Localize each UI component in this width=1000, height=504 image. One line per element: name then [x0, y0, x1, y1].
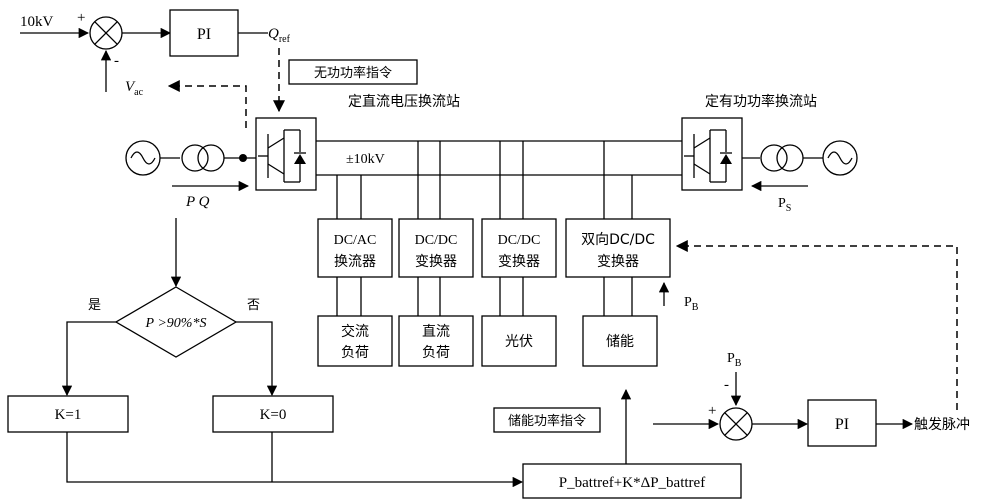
svg-text:换流器: 换流器	[334, 253, 376, 270]
vac-measure-dashed-line	[167, 80, 247, 128]
converter-dc-ac: DC/AC 换流器	[317, 218, 393, 278]
load-pv: 光伏	[481, 315, 557, 367]
converter-bidirectional-dc-dc: 双向DC/DC 变换器	[565, 218, 671, 278]
yes-label: 是	[88, 298, 101, 313]
yes-branch-arrow	[61, 321, 116, 397]
station-active-power-label: 定有功功率换流站	[705, 93, 817, 110]
pb-label-bottom: PB	[727, 351, 742, 369]
decision-diamond	[114, 286, 238, 358]
svg-text:光伏: 光伏	[505, 334, 533, 350]
svg-text:负荷: 负荷	[422, 345, 450, 361]
qref-label: Qref	[268, 26, 291, 45]
svg-text:变换器: 变换器	[498, 253, 540, 270]
svg-text:DC/DC: DC/DC	[498, 233, 541, 248]
load-connections	[336, 277, 633, 316]
load-ac: 交流 负荷	[317, 315, 393, 367]
svg-text:储能: 储能	[606, 334, 634, 350]
no-label: 否	[247, 298, 260, 313]
svg-text:双向DC/DC: 双向DC/DC	[581, 232, 655, 248]
bottom-sum-plus: +	[708, 403, 716, 419]
bus-connections	[336, 141, 633, 219]
reactive-command-box	[288, 59, 418, 85]
no-branch-arrow	[236, 321, 278, 397]
right-ac-source-icon	[822, 140, 858, 176]
station-dc-voltage-label: 定直流电压换流站	[348, 93, 460, 110]
load-storage: 储能	[582, 315, 658, 367]
svg-text:变换器: 变换器	[597, 253, 639, 270]
pq-label: P Q	[185, 194, 210, 210]
storage-command-box	[493, 407, 601, 433]
pi-top-label: PI	[197, 26, 211, 43]
storage-command-label: 储能功率指令	[508, 413, 586, 429]
converter-dc-dc-load: DC/DC 变换器	[398, 218, 474, 278]
bottom-summing-junction	[719, 407, 753, 441]
decision-label: P >90%*S	[145, 316, 207, 331]
k1-label: K=1	[55, 407, 82, 423]
ps-label: PS	[778, 196, 791, 214]
top-sum-minus: -	[114, 53, 119, 69]
load-dc: 直流 负荷	[398, 315, 474, 367]
right-converter-station-icon	[681, 117, 743, 191]
svg-text:DC/AC: DC/AC	[334, 233, 377, 248]
svg-text:直流: 直流	[422, 323, 450, 340]
formula-box	[522, 463, 742, 499]
svg-text:变换器: 变换器	[415, 253, 457, 270]
top-sum-plus: +	[77, 10, 85, 26]
trigger-pulse-dashed-line	[675, 240, 958, 410]
bus-voltage-label: ±10kV	[346, 152, 385, 167]
svg-text:交流: 交流	[341, 323, 369, 340]
k0-box	[212, 395, 334, 433]
k1-box	[7, 395, 129, 433]
trigger-pulse-label: 触发脉冲	[914, 417, 970, 433]
pi-controller-top	[169, 9, 239, 57]
pi-bottom-label: PI	[835, 416, 849, 433]
right-transformer-icon	[760, 144, 804, 172]
left-transformer-icon	[181, 144, 225, 172]
bottom-sum-minus: -	[724, 377, 729, 393]
left-converter-station-icon	[255, 117, 317, 191]
svg-text:负荷: 负荷	[341, 345, 369, 361]
reactive-command-label: 无功功率指令	[314, 65, 392, 81]
pi-controller-bottom	[807, 399, 877, 447]
top-summing-junction	[89, 16, 123, 50]
converter-dc-dc-pv: DC/DC 变换器	[481, 218, 557, 278]
vac-label: Vac	[125, 79, 144, 98]
svg-text:DC/DC: DC/DC	[415, 233, 458, 248]
k1-to-formula-line	[66, 432, 524, 488]
k0-label: K=0	[260, 407, 287, 423]
pb-label-mid: PB	[684, 295, 699, 313]
formula-label: P_battref+K*ΔP_battref	[559, 475, 705, 491]
left-ac-source-icon	[125, 140, 161, 176]
input-10kv-label: 10kV	[20, 14, 54, 30]
left-measure-point	[239, 154, 247, 162]
